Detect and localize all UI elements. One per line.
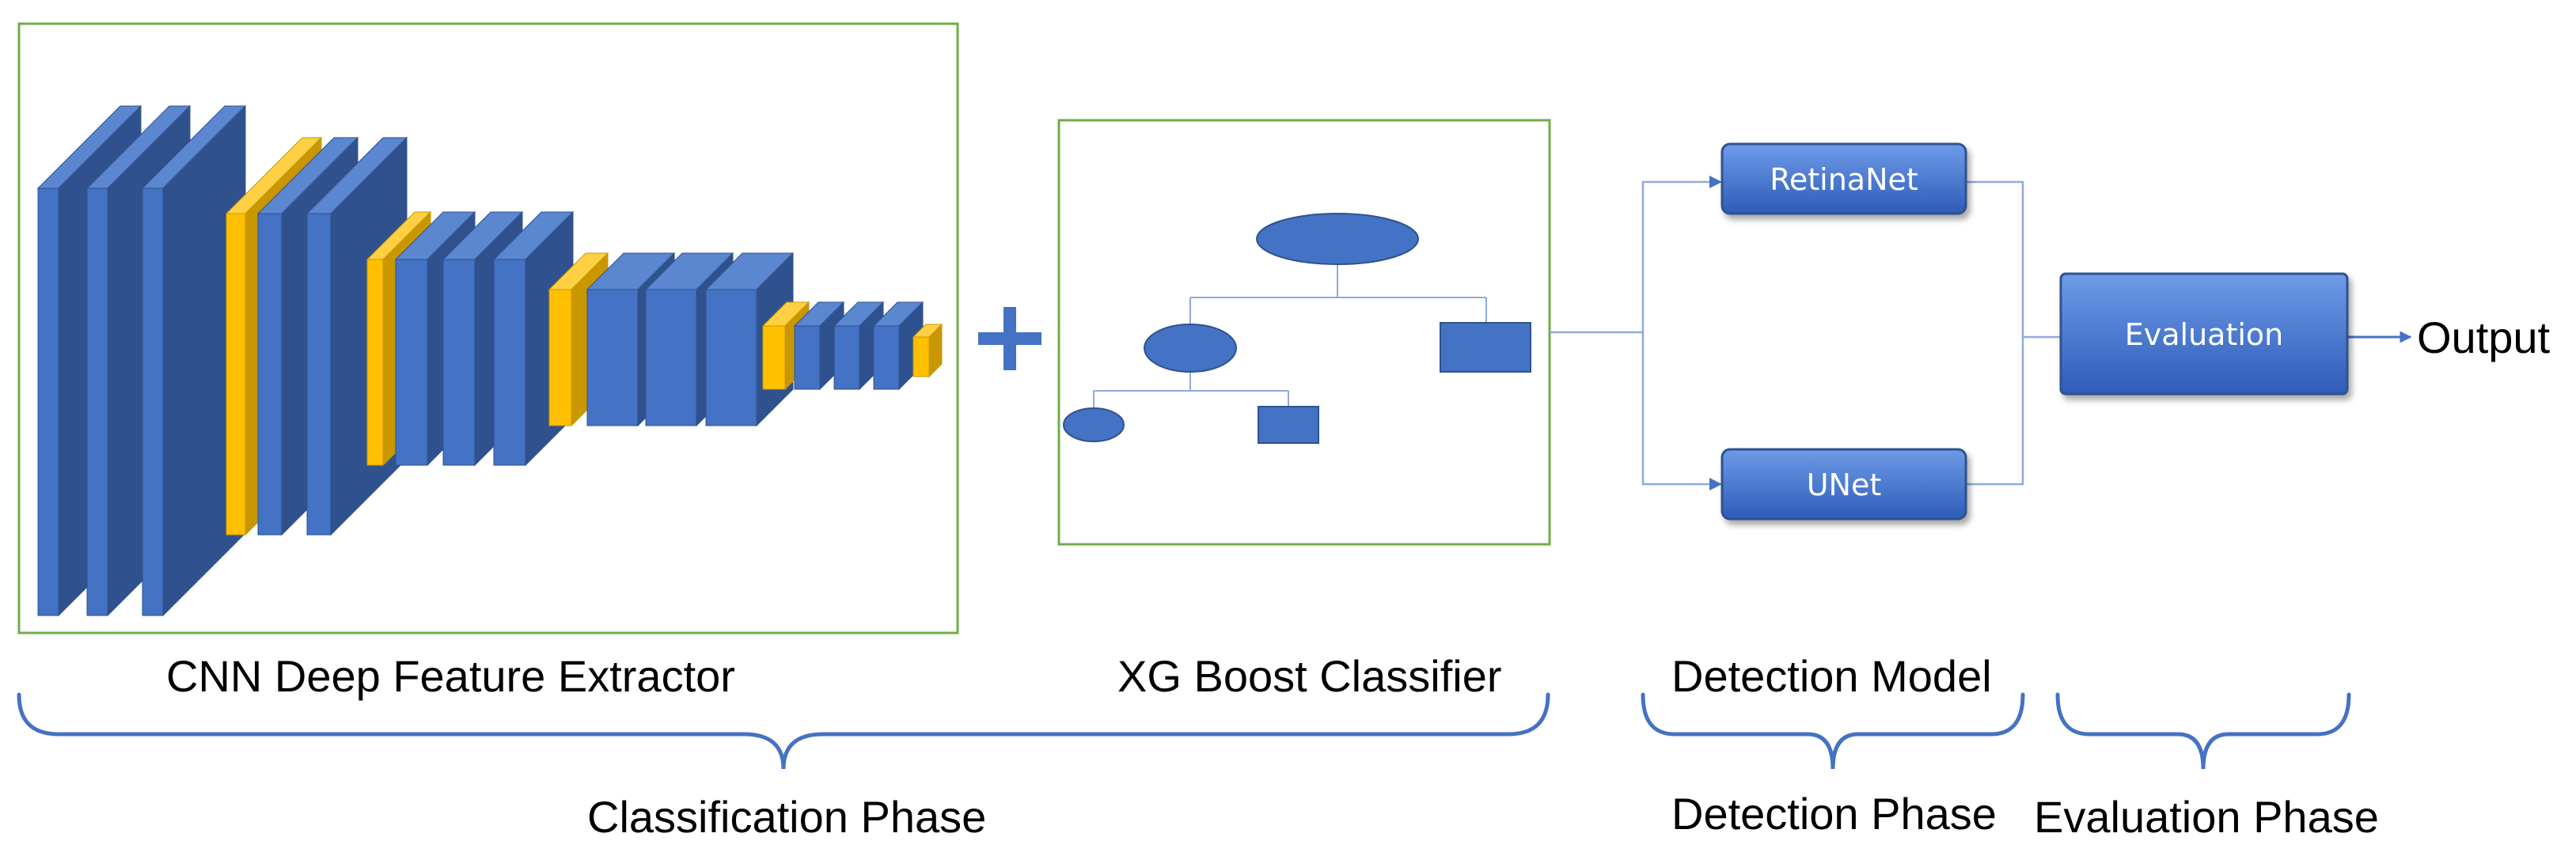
pooling-layer [912, 323, 943, 378]
detection-model-label: Detection Model [1671, 651, 1992, 701]
cnn-frame [17, 22, 959, 634]
detection-phase-label: Detection Phase [1671, 789, 1997, 839]
cnn-layers [36, 104, 943, 617]
tree-root-node [1256, 213, 1419, 265]
cnn-label: CNN Deep Feature Extractor [166, 651, 735, 701]
brace-classification [17, 692, 1550, 770]
retinanet-label: RetinaNet [1770, 162, 1918, 197]
arrow-right-icon [1709, 176, 1722, 490]
tree-leaf-node-small [1258, 406, 1319, 444]
unet-label: UNet [1807, 468, 1882, 502]
tree-leaf-node [1440, 322, 1531, 373]
tree-internal-node [1144, 324, 1237, 373]
decision-tree-nodes [1063, 213, 1531, 444]
output-label: Output [2417, 312, 2551, 362]
brace-evaluation [2055, 692, 2351, 770]
xgb-label: XG Boost Classifier [1117, 651, 1502, 701]
tree-internal-node-small [1063, 407, 1125, 442]
unet-box[interactable]: UNet [1720, 448, 1967, 521]
conv-layer [141, 104, 247, 617]
evaluation-label: Evaluation [2125, 317, 2284, 352]
classification-phase-label: Classification Phase [587, 792, 986, 842]
retinanet-box[interactable]: RetinaNet [1720, 142, 1967, 215]
plus-icon [978, 307, 1041, 370]
evaluation-box[interactable]: Evaluation [2059, 272, 2349, 396]
evaluation-phase-label: Evaluation Phase [2034, 792, 2379, 842]
brace-detection [1641, 692, 2025, 770]
detection-connectors [1550, 180, 2061, 486]
decision-tree-icon [1093, 264, 1487, 408]
